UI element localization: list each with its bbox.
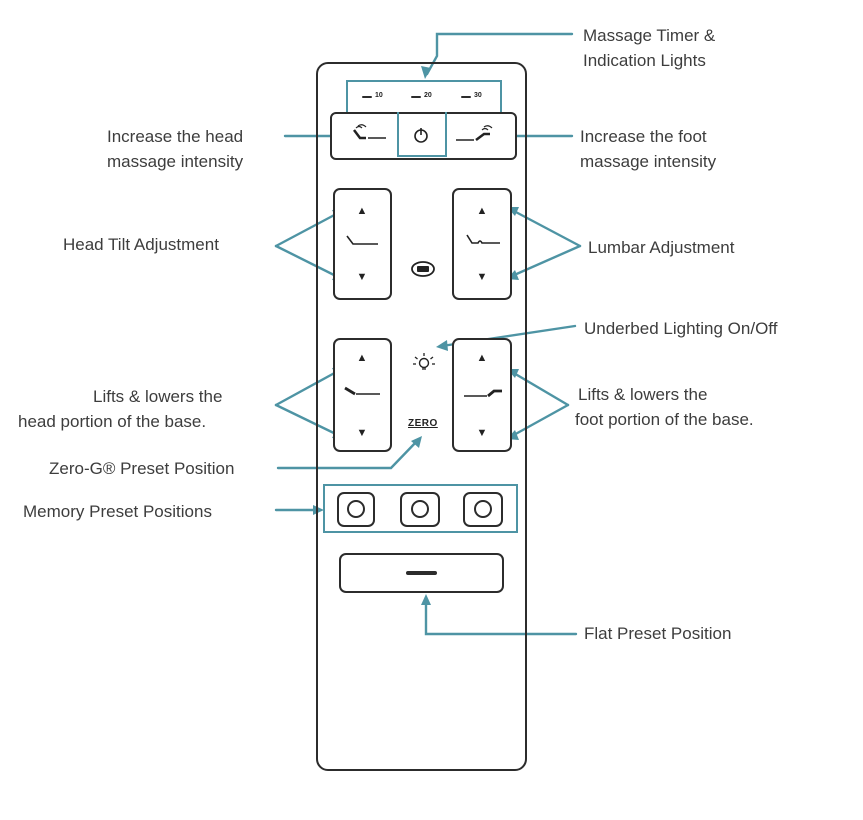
foot-lift-button[interactable] xyxy=(452,338,512,452)
label-head-lift-2: head portion of the base. xyxy=(18,412,207,431)
foot-lift-icon xyxy=(464,389,502,398)
label-foot-lift-1: Lifts & lowers the xyxy=(578,385,708,404)
label-massage-timer-2: Indication Lights xyxy=(583,51,706,70)
label-head-lift-1: Lifts & lowers the xyxy=(93,387,223,406)
callout-head-tilt-up xyxy=(274,210,342,248)
lumbar-up-icon[interactable]: ▲ xyxy=(476,205,488,217)
head-lift-icon xyxy=(344,386,380,396)
label-underbed-lighting: Underbed Lighting On/Off xyxy=(584,319,778,338)
label-flat: Flat Preset Position xyxy=(584,624,732,643)
tv-icon[interactable] xyxy=(410,259,436,279)
memory-circle-icon xyxy=(474,500,492,518)
foot-lift-up-icon[interactable]: ▲ xyxy=(476,352,488,364)
head-lift-button[interactable] xyxy=(333,338,392,452)
callout-head-lift-down xyxy=(274,403,342,438)
label-head-massage-1: Increase the head xyxy=(107,127,244,146)
label-foot-massage-2: massage intensity xyxy=(580,152,717,171)
label-zero-g: Zero-G® Preset Position xyxy=(49,459,235,478)
flat-preset-button[interactable] xyxy=(339,553,504,593)
head-lift-up-icon[interactable]: ▲ xyxy=(356,352,368,364)
lumbar-button[interactable] xyxy=(452,188,512,300)
callout-zero-g xyxy=(276,438,420,470)
head-tilt-up-icon[interactable]: ▲ xyxy=(356,205,368,217)
label-foot-massage-1: Increase the foot xyxy=(580,127,707,146)
label-lumbar: Lumbar Adjustment xyxy=(588,238,735,257)
label-memory: Memory Preset Positions xyxy=(23,502,212,521)
timer-20-label: 20 xyxy=(424,92,432,99)
timer-10-label: 10 xyxy=(375,92,383,99)
callout-lumbar-up xyxy=(510,208,582,248)
lumbar-down-icon[interactable]: ▼ xyxy=(476,271,488,283)
lumbar-icon xyxy=(466,234,500,244)
remote-control xyxy=(316,62,527,771)
memory-preset-3-button[interactable] xyxy=(463,492,503,527)
head-massage-icon[interactable] xyxy=(350,124,390,148)
callout-head-tilt-down xyxy=(274,244,342,280)
head-tilt-icon xyxy=(346,235,378,245)
memory-circle-icon xyxy=(347,500,365,518)
memory-circle-icon xyxy=(411,500,429,518)
callout-lumbar-down xyxy=(510,244,582,278)
power-icon[interactable] xyxy=(412,126,430,144)
label-head-massage-2: massage intensity xyxy=(107,152,244,171)
timer-button-highlight xyxy=(397,112,447,157)
callout-foot-lift-down xyxy=(510,403,570,438)
callout-massage-timer xyxy=(425,32,574,76)
foot-massage-icon[interactable] xyxy=(452,124,494,148)
foot-lift-down-icon[interactable]: ▼ xyxy=(476,427,488,439)
label-massage-timer-1: Massage Timer & xyxy=(583,26,716,45)
callout-foot-lift-up xyxy=(510,370,570,407)
memory-preset-box xyxy=(323,484,518,533)
flat-bar-icon xyxy=(406,571,437,575)
light-bulb-icon[interactable] xyxy=(411,351,437,375)
head-tilt-down-icon[interactable]: ▼ xyxy=(356,271,368,283)
callout-head-lift-up xyxy=(274,368,342,407)
zero-g-button[interactable]: ZERO xyxy=(408,418,438,429)
label-head-tilt: Head Tilt Adjustment xyxy=(63,235,219,254)
label-foot-lift-2: foot portion of the base. xyxy=(575,410,754,429)
massage-button-row xyxy=(330,112,517,160)
timer-30-label: 30 xyxy=(474,92,482,99)
head-lift-down-icon[interactable]: ▼ xyxy=(356,427,368,439)
